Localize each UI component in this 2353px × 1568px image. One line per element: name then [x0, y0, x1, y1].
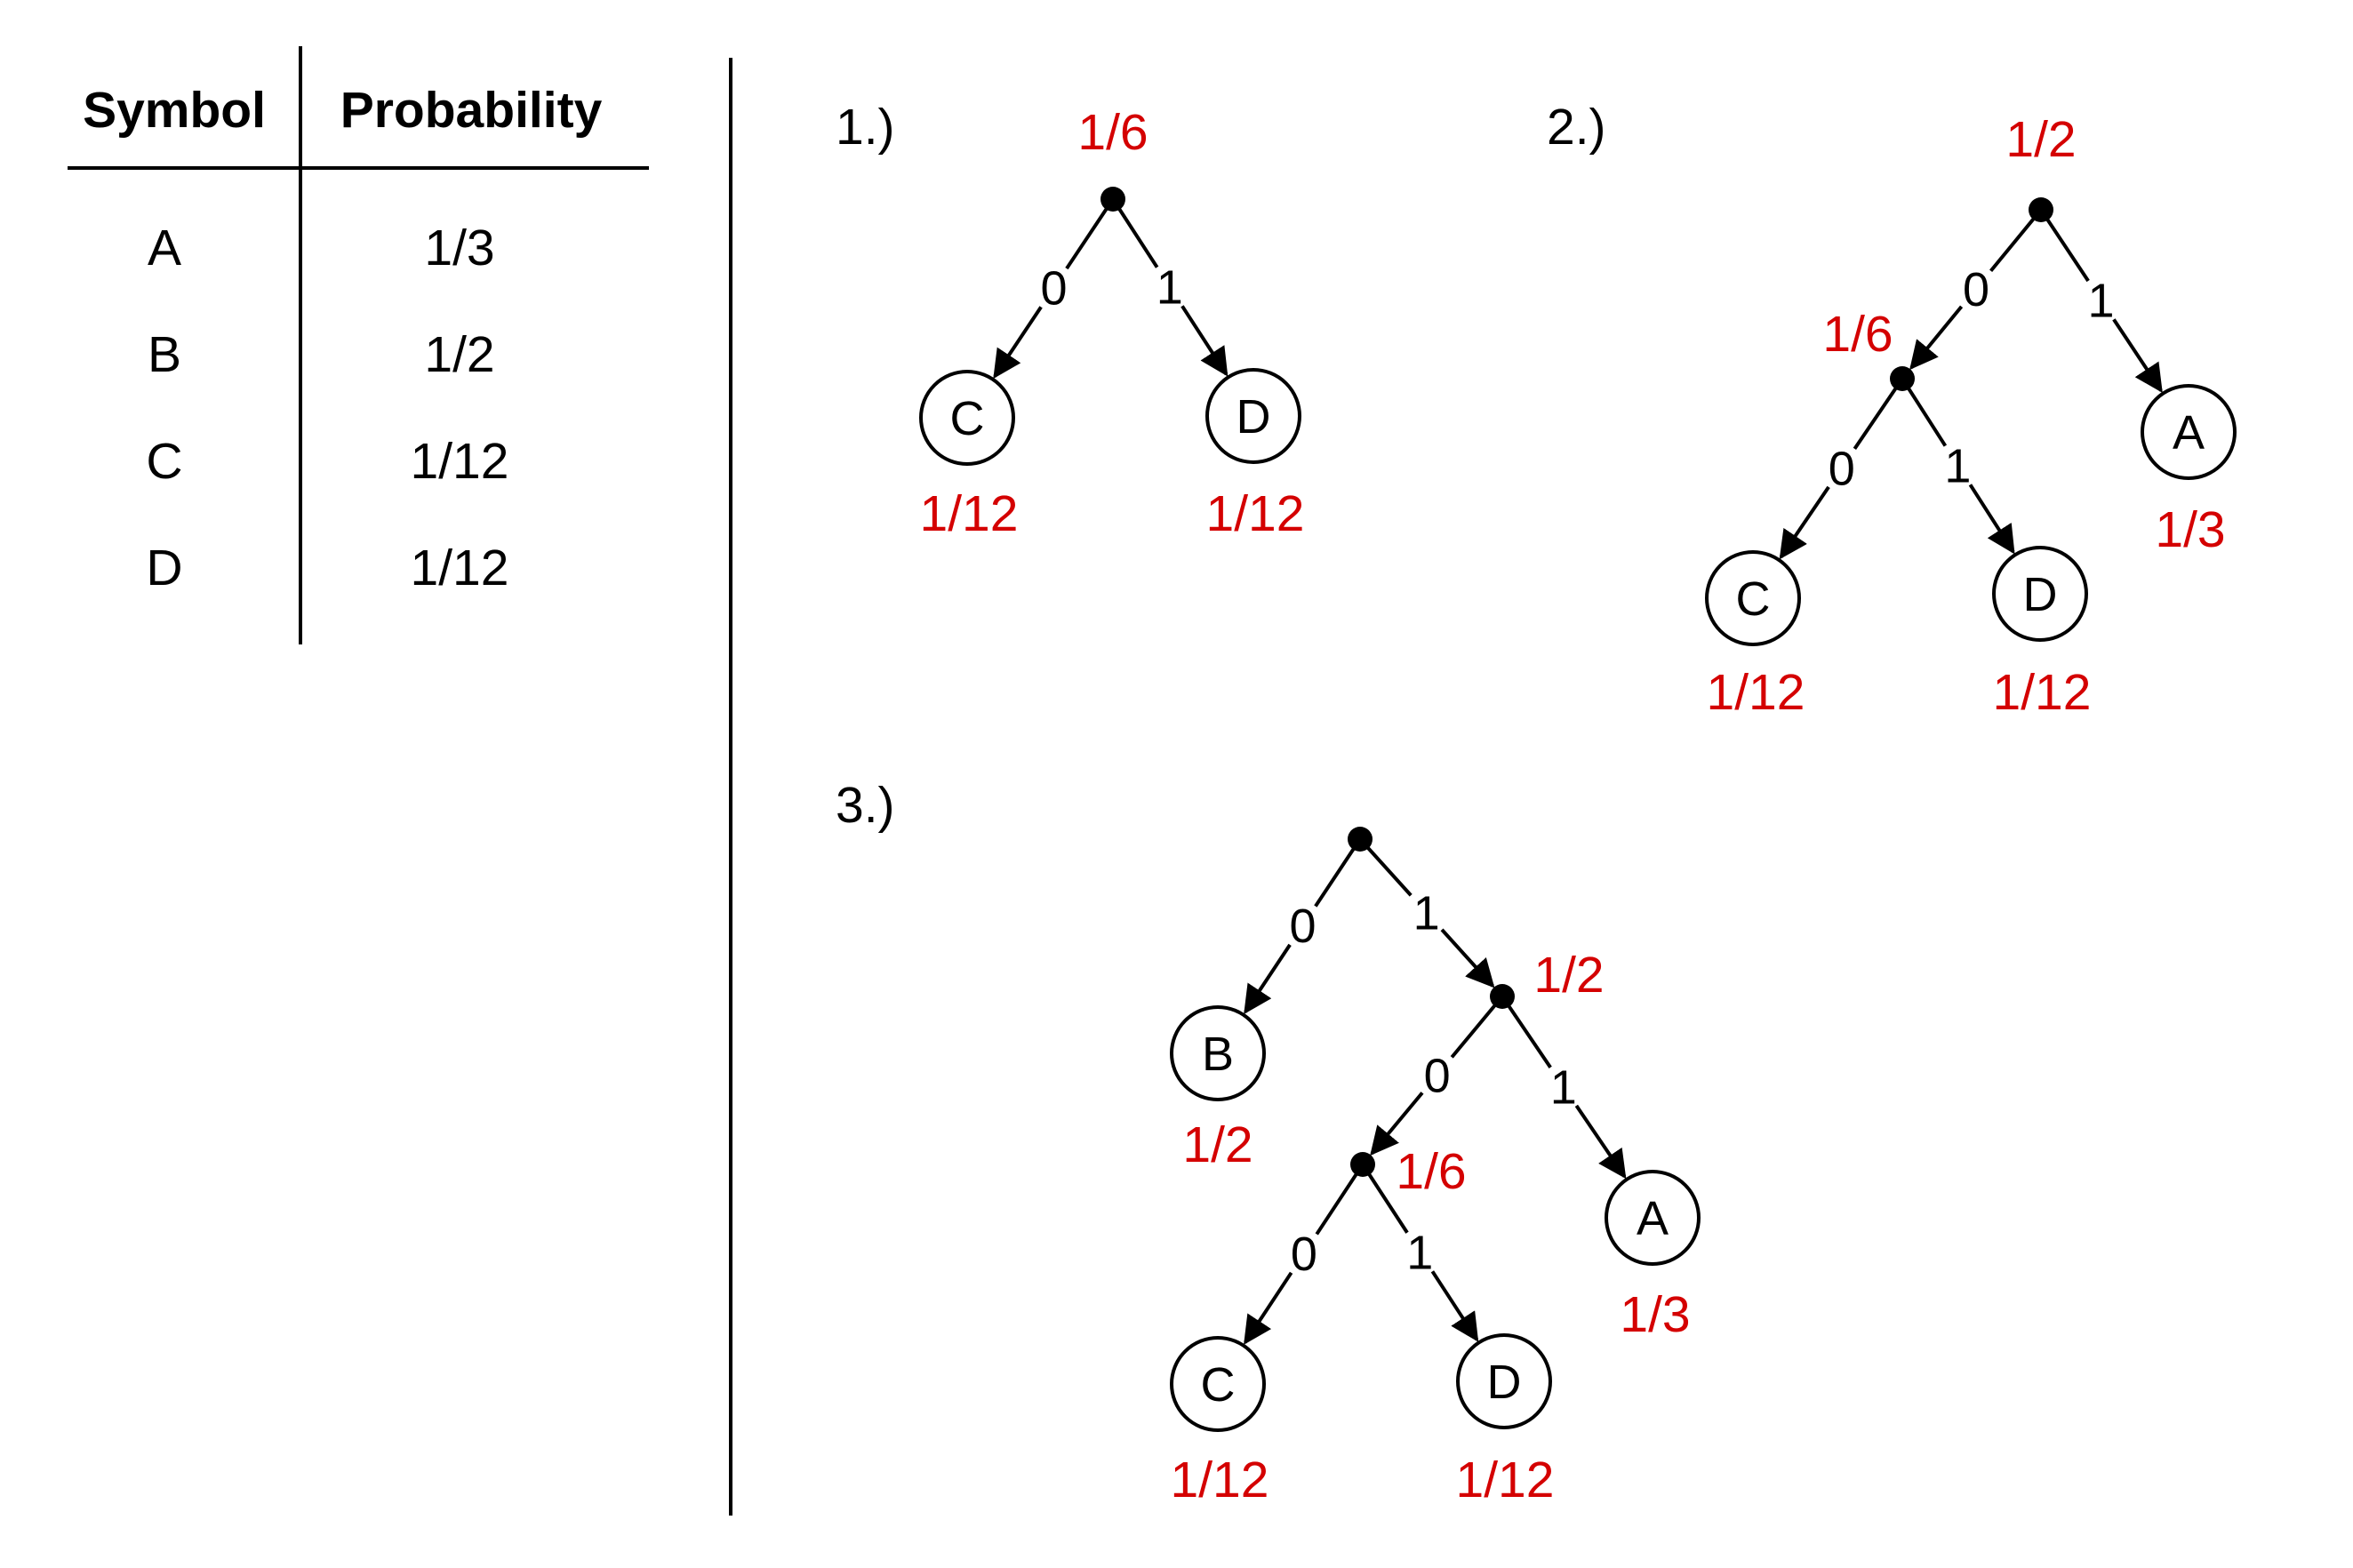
leaf-symbol-label: C: [1201, 1358, 1236, 1412]
edge-arrow: [1244, 1271, 1293, 1345]
edge-line: [1315, 1163, 1365, 1236]
internal-node-dot: [1490, 984, 1515, 1009]
edge-arrow: [1968, 484, 2015, 555]
tree-edges: 0 1 0 1: [1779, 208, 2163, 560]
edge-line: [2039, 208, 2090, 283]
leaf-symbol-label: C: [950, 392, 985, 445]
node-probability-label: 1/2: [2005, 111, 2076, 168]
edge-arrow: [1779, 485, 1830, 560]
edge-arrow: [2112, 318, 2163, 394]
tree-nodes: 1/2 1/6 B 1/2A 1/3C 1/12 D 1/12: [1170, 827, 1701, 1508]
leaf-symbol-label: B: [1202, 1028, 1234, 1081]
edge-line: [1989, 208, 2043, 272]
step-label-1: 1.): [836, 99, 895, 156]
edge-bit-label: 0: [1289, 900, 1316, 953]
node-probability-label: 1/3: [1620, 1286, 1690, 1343]
tree-edges: 0 1 0 1 0 1: [1244, 837, 1627, 1345]
internal-node-dot: [2029, 197, 2053, 222]
edge-bit-label: 0: [1829, 442, 1855, 495]
leaf-symbol-label: A: [2173, 406, 2205, 460]
leaf-symbol-label: D: [2023, 568, 2058, 621]
edge-line: [1450, 995, 1504, 1059]
edge-arrow: [1430, 1270, 1479, 1342]
leaf-symbol-label: A: [1637, 1192, 1669, 1245]
edge-arrow: [993, 306, 1043, 380]
leaf-node-circle: [1170, 1336, 1266, 1432]
edge-line: [1358, 837, 1413, 897]
edge-bit-label: 1: [1406, 1227, 1433, 1280]
edge-arrow: [1181, 305, 1229, 377]
leaf-node-circle: [1992, 546, 2088, 642]
node-probability-label: 1/6: [1077, 104, 1148, 161]
edge-bit-label: 0: [1041, 262, 1068, 316]
edge-line: [1901, 377, 1948, 447]
edge-bit-label: 0: [1963, 263, 1989, 316]
tree-nodes: 1/2 1/6A 1/3C 1/12 D 1/12: [1705, 111, 2237, 721]
node-probability-label: 1/12: [1993, 664, 2092, 721]
step-label-3: 3.): [836, 777, 895, 834]
leaf-symbol-label: D: [1487, 1356, 1522, 1409]
node-probability-label: 1/12: [1171, 1452, 1269, 1508]
internal-node-dot: [1890, 366, 1915, 391]
leaf-node-circle: [1705, 550, 1801, 646]
huffman-tree-step-2: 0 1 0 1 1/2 1/6A 1/3C 1/12 D 1/12: [1705, 111, 2237, 721]
node-probability-label: 1/2: [1182, 1116, 1253, 1173]
node-probability-label: 1/12: [1456, 1452, 1555, 1508]
leaf-node-circle: [919, 370, 1015, 466]
edge-bit-label: 1: [1550, 1060, 1577, 1114]
internal-node-dot: [1350, 1152, 1375, 1177]
edge-line: [1111, 197, 1159, 268]
node-probability-label: 1/12: [1707, 664, 1805, 721]
edge-line: [1065, 197, 1115, 270]
node-probability-label: 1/2: [1533, 947, 1604, 1004]
tree-nodes: 1/6C 1/12 D 1/12: [919, 104, 1305, 542]
leaf-symbol-label: C: [1736, 572, 1771, 626]
edge-line: [1501, 995, 1552, 1068]
edge-bit-label: 1: [1156, 260, 1183, 314]
edge-line: [1361, 1163, 1409, 1234]
edge-bit-label: 0: [1291, 1228, 1317, 1281]
table-cell-symbol: B: [148, 326, 181, 383]
edge-bit-label: 0: [1424, 1049, 1451, 1102]
table-cell-symbol: C: [146, 433, 182, 490]
node-probability-label: 1/6: [1396, 1143, 1466, 1200]
table-cell-probability: 1/2: [424, 326, 494, 383]
edge-arrow: [1574, 1104, 1627, 1180]
table-cell-symbol: D: [146, 540, 182, 596]
edge-arrow: [1244, 943, 1292, 1015]
leaf-node-circle: [1456, 1333, 1552, 1429]
leaf-node-circle: [2141, 384, 2237, 480]
table-header-probability: Probability: [340, 82, 603, 139]
edge-arrow: [1909, 305, 1964, 371]
step-label-2: 2.): [1547, 99, 1606, 156]
internal-node-dot: [1100, 187, 1125, 212]
leaf-symbol-label: D: [1237, 390, 1271, 444]
huffman-tree-step-3: 0 1 0 1 0 1 1/2 1/6 B 1/2A 1/3C 1/12 D 1/12: [1170, 827, 1701, 1508]
leaf-node-circle: [1605, 1170, 1701, 1266]
node-probability-label: 1/12: [920, 485, 1019, 542]
table-header-symbol: Symbol: [83, 82, 266, 139]
edge-arrow: [1440, 928, 1495, 988]
leaf-node-circle: [1205, 368, 1301, 464]
edge-line: [1314, 837, 1362, 908]
table-cell-symbol: A: [148, 220, 181, 276]
table-cell-probability: 1/3: [424, 220, 494, 276]
table-cell-probability: 1/12: [411, 540, 509, 596]
edge-bit-label: 1: [2087, 275, 2114, 328]
node-probability-label: 1/12: [1206, 485, 1305, 542]
node-probability-label: 1/6: [1822, 306, 1893, 363]
node-probability-label: 1/3: [2155, 501, 2225, 558]
edge-line: [1853, 377, 1904, 450]
edge-bit-label: 1: [1413, 887, 1440, 940]
probability-table: Symbol Probability A 1/3 B 1/2 C 1/12 D …: [68, 46, 649, 644]
internal-node-dot: [1348, 827, 1373, 852]
edge-arrow: [1370, 1092, 1424, 1156]
leaf-node-circle: [1170, 1005, 1266, 1101]
table-cell-probability: 1/12: [411, 433, 509, 490]
edge-bit-label: 1: [1944, 439, 1971, 492]
